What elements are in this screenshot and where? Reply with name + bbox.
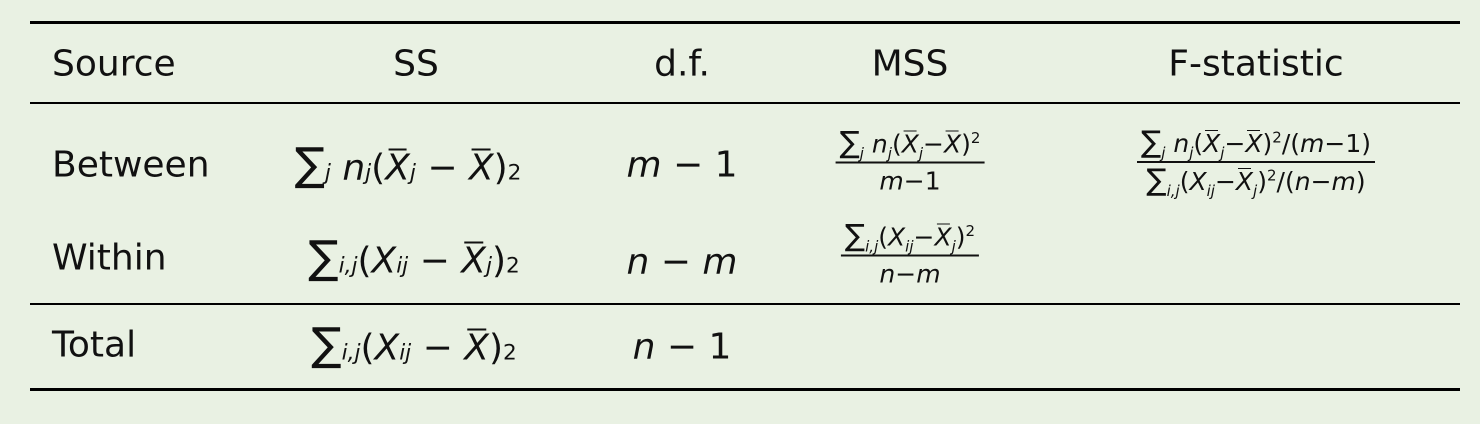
row-within-source: Within — [52, 237, 167, 279]
header-rule — [30, 102, 1460, 104]
row-between-source: Between — [52, 144, 210, 186]
row-within-mss: ∑i,j(Xij−Xj)2 n−m — [840, 221, 980, 289]
row-within-df: n − m — [626, 241, 738, 283]
top-rule — [30, 21, 1460, 24]
row-total-df: n − 1 — [632, 326, 732, 368]
header-df: d.f. — [654, 43, 710, 85]
header-f-statistic: F-statistic — [1168, 43, 1344, 85]
row-between-df: m − 1 — [626, 144, 738, 186]
header-source: Source — [52, 43, 176, 85]
header-mss: MSS — [871, 43, 949, 85]
total-rule — [30, 303, 1460, 305]
row-total-source: Total — [52, 324, 137, 366]
row-between-f-statistic: ∑j nj(Xj−X)2/(m−1) ∑i,j(Xij−Xj)2/(n−m) — [1137, 128, 1375, 199]
row-between-mss: ∑j nj(Xj−X)2 m−1 — [835, 128, 985, 196]
bottom-rule — [30, 388, 1460, 391]
header-ss: SS — [393, 43, 439, 85]
